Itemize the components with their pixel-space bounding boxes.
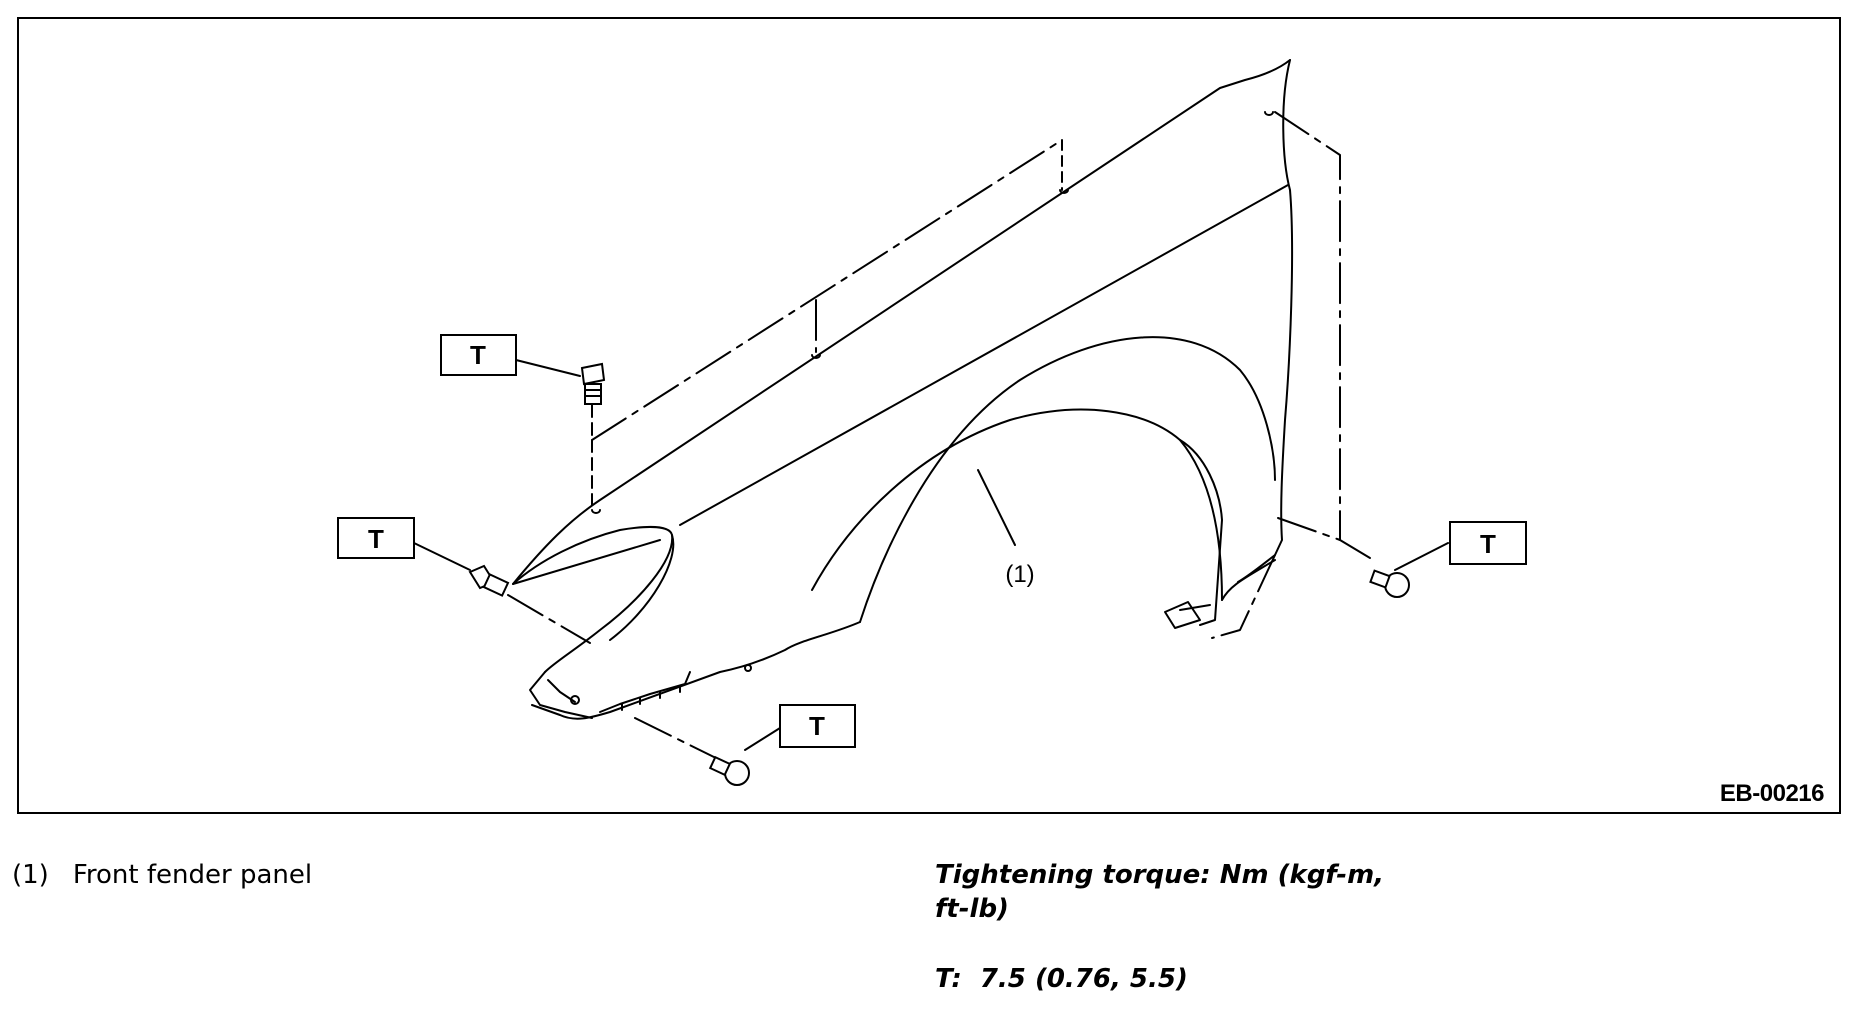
fender-crease-line (679, 184, 1289, 526)
t-box-lower (779, 704, 856, 748)
t-leader (515, 359, 581, 377)
legend-item-label: Front fender panel (72, 860, 313, 890)
bolt-rear (1369, 569, 1410, 598)
t-label-front: T (368, 524, 384, 554)
alignment-line-front (507, 594, 591, 644)
torque-spec-value: 7.5 (0.76, 5.5) (979, 964, 1188, 994)
figure-frame (17, 17, 1841, 814)
headlight-cutout (512, 526, 674, 673)
alignment-line-rear (1274, 111, 1341, 541)
alignment-line-top (591, 139, 1063, 441)
wheel-arch-inner (811, 408, 1223, 601)
wheel-arch-lip (1179, 439, 1223, 626)
bolt-hole-mark (1264, 111, 1274, 116)
t-leader (413, 542, 471, 571)
callout-leader (977, 469, 1016, 546)
figure-id-code: EB-00216 (1719, 780, 1825, 807)
alignment-line-lower (634, 717, 721, 761)
fender-diagram: T T T T (1) (337, 59, 1527, 786)
torque-heading: Tightening torque: Nm (kgf-m, ft-lb) (935, 860, 1385, 924)
bracket-hole-2 (744, 664, 752, 672)
bolt-lower (708, 755, 750, 786)
fender-lower-edge (531, 621, 861, 720)
wheel-arch-outer (859, 336, 1276, 623)
torque-spec-key: T: (935, 964, 962, 994)
bracket-hole (570, 695, 580, 705)
torque-spec: T: 7.5 (0.76, 5.5) (935, 964, 1188, 994)
legend-item: (1) Front fender panel (12, 860, 312, 890)
fender-top-edge (512, 59, 1291, 585)
t-label-top: T (470, 340, 486, 370)
legend-item-number: (1) (12, 860, 49, 890)
rear-lower-flange (1164, 601, 1201, 629)
t-label-rear: T (1480, 529, 1496, 559)
bolt-hole-mark (1059, 189, 1069, 194)
bolt-front (468, 564, 510, 597)
t-leader (744, 727, 781, 751)
t-box-front (337, 517, 415, 559)
part-callout-1: (1) (1005, 561, 1034, 588)
front-lower-bracket (529, 671, 593, 719)
t-label-lower: T (809, 711, 825, 741)
bolt-hole-mark (591, 509, 601, 514)
bolt-top (580, 362, 606, 405)
bolt-hole-mark (811, 354, 821, 359)
fender-rear-edge (1237, 59, 1294, 583)
t-leader (1394, 542, 1449, 571)
t-box-rear (1449, 521, 1527, 565)
fender-nose-line (512, 539, 661, 585)
t-box-top (440, 334, 517, 376)
